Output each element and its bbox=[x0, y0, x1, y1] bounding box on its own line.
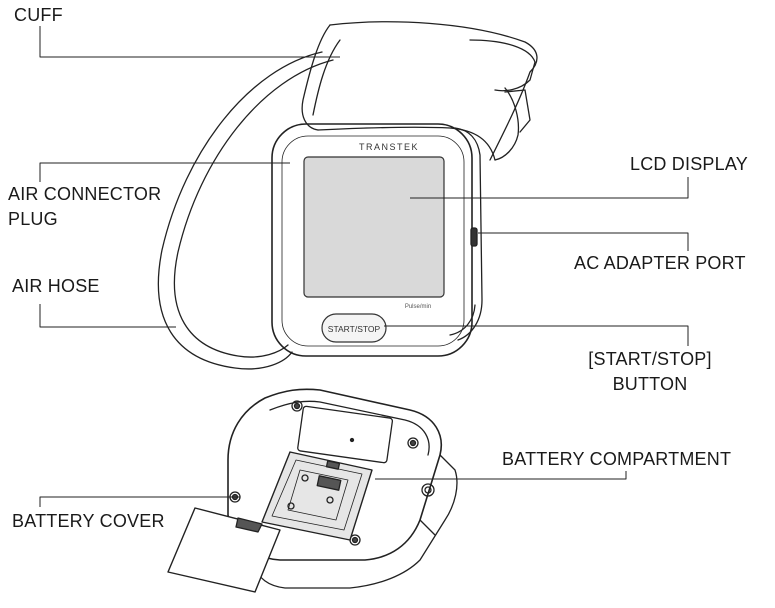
air-hose bbox=[157, 51, 334, 370]
air-connector-label-line2: PLUG bbox=[8, 209, 58, 229]
start-stop-button-shape[interactable] bbox=[321, 313, 387, 343]
pulse-unit-text: Pulse/min bbox=[405, 304, 431, 310]
air-connector-leader-line bbox=[39, 162, 290, 182]
leader-lines bbox=[39, 26, 689, 507]
battery-compartment bbox=[261, 451, 373, 541]
battery-compartment-leader-line bbox=[375, 471, 627, 480]
lcd-display-label: LCD DISPLAY bbox=[630, 154, 748, 174]
cuff bbox=[301, 21, 538, 161]
battery-cover-leader-line bbox=[39, 496, 240, 507]
start-stop-leader-line bbox=[384, 325, 689, 346]
monitor-main-unit bbox=[271, 123, 483, 357]
air-hose-label: AIR HOSE bbox=[12, 276, 100, 296]
lcd-display-leader-line bbox=[410, 177, 689, 199]
ac-adapter-port-label: AC ADAPTER PORT bbox=[574, 253, 746, 273]
start-stop-label-line2: BUTTON bbox=[612, 374, 688, 394]
start-stop-button-text[interactable]: START/STOP bbox=[328, 324, 381, 334]
start-stop-label-line1: [START/STOP] bbox=[588, 349, 712, 369]
cuff-label: CUFF bbox=[14, 5, 63, 25]
brand-text: TRANSTEK bbox=[359, 142, 419, 152]
lcd-screen bbox=[303, 156, 445, 298]
monitor-base-unit bbox=[227, 388, 458, 589]
air-connector-label-line1: AIR CONNECTOR bbox=[8, 184, 162, 204]
battery-cover-label: BATTERY COVER bbox=[12, 511, 165, 531]
air-hose-leader-line bbox=[39, 304, 176, 328]
battery-compartment-label: BATTERY COMPARTMENT bbox=[502, 449, 732, 469]
cuff-leader-line bbox=[39, 26, 340, 58]
battery-cover bbox=[167, 507, 281, 593]
ac-adapter-leader-line bbox=[478, 232, 689, 251]
